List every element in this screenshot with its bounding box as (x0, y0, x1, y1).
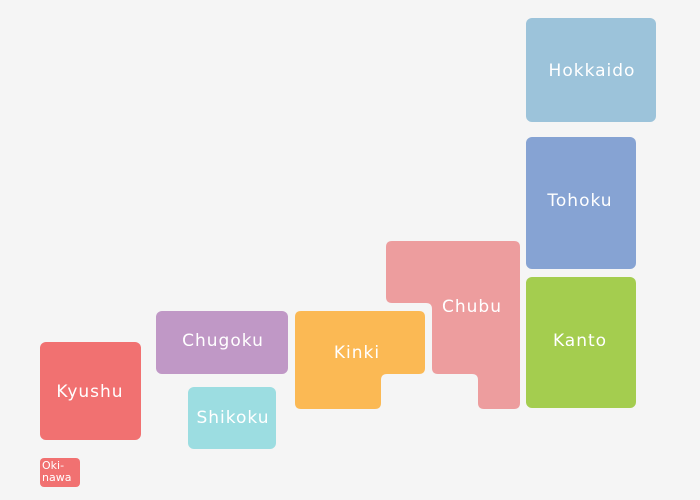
region-chugoku[interactable] (156, 311, 288, 374)
region-chubu-shape[interactable] (386, 241, 520, 409)
region-tohoku[interactable] (526, 137, 636, 269)
region-hokkaido[interactable] (526, 18, 656, 122)
region-kinki-shape[interactable] (295, 311, 425, 409)
region-kanto[interactable] (526, 277, 636, 408)
region-kinki[interactable] (295, 311, 425, 409)
region-chubu[interactable] (386, 241, 520, 409)
region-shikoku[interactable] (188, 387, 276, 449)
region-okinawa[interactable] (40, 458, 80, 487)
region-kyushu[interactable] (40, 342, 141, 440)
